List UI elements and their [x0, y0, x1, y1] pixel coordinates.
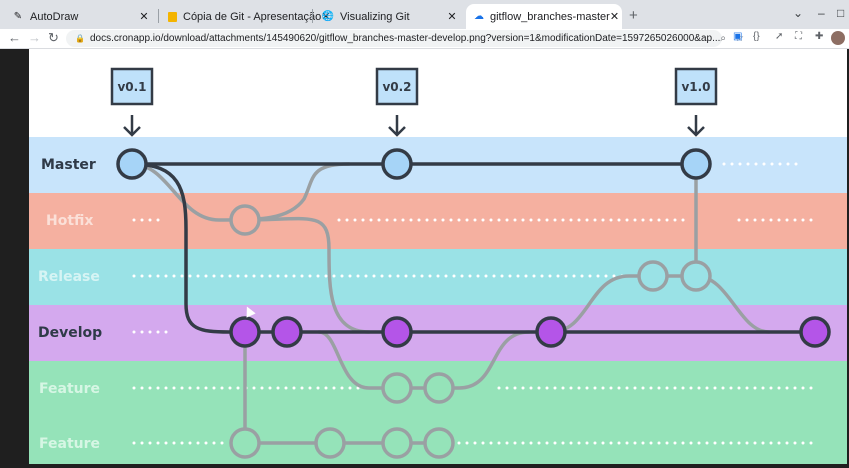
- commit-feature-1-b: [423, 372, 455, 404]
- lane-label-hotfix: Hotfix: [46, 213, 93, 229]
- cloud-icon: ☁: [474, 11, 484, 22]
- tag-box: [110, 67, 154, 106]
- new-tab-button[interactable]: +: [629, 7, 638, 24]
- commit-hotfix: [229, 204, 261, 236]
- commit-feature-2-a: [229, 427, 261, 459]
- bookmark-star-icon[interactable]: ☆: [735, 33, 744, 44]
- tab-title: AutoDraw: [30, 10, 79, 23]
- tab-search-icon[interactable]: ⌄: [793, 6, 804, 20]
- tag-v0-1: v0.1: [110, 67, 154, 137]
- reload-icon[interactable]: ↻: [48, 30, 59, 45]
- maximize-icon[interactable]: □: [837, 6, 845, 20]
- close-icon[interactable]: ✕: [447, 11, 457, 23]
- profile-avatar[interactable]: [831, 31, 845, 45]
- screenshot-extension-icon[interactable]: ⛶: [795, 31, 802, 42]
- commit-develop-4: [535, 316, 567, 348]
- lane-label-master: Master: [41, 157, 96, 173]
- lock-icon: 🔒: [75, 34, 85, 43]
- commit-feature-1-a: [381, 372, 413, 404]
- commit-master-v0-2: [381, 148, 413, 180]
- tab-separator: [158, 9, 159, 23]
- json-extension-icon[interactable]: {}: [753, 31, 760, 42]
- version-tags: v0.1 v0.2 v1.0: [110, 67, 718, 137]
- translate-extension-icon[interactable]: ▣: [733, 31, 743, 42]
- tag-v1-0: v1.0: [674, 67, 718, 137]
- commit-feature-2-d: [423, 427, 455, 459]
- lane-labels: Master Hotfix Release Develop Feature Fe…: [38, 157, 102, 452]
- arrow-down-icon: [123, 115, 141, 137]
- slides-icon: [168, 11, 177, 23]
- tab-separator: [312, 9, 313, 23]
- commit-feature-2-c: [381, 427, 413, 459]
- develop-main-line: [130, 162, 817, 334]
- hotfix-merge-develop-line: [243, 216, 371, 334]
- tab-visualizing-git[interactable]: 🌐 Visualizing Git ✕: [314, 4, 464, 29]
- commit-release-1: [637, 260, 669, 292]
- commit-release-2: [680, 260, 712, 292]
- zoom-icon[interactable]: ⌕: [720, 33, 727, 44]
- tab-title: gitflow_branches-master: [490, 10, 610, 23]
- gitflow-diagram: Master Hotfix Release Develop Feature Fe…: [29, 49, 847, 464]
- close-icon[interactable]: ✕: [321, 11, 331, 23]
- url-text: docs.cronapp.io/download/attachments/145…: [89, 33, 721, 44]
- pen-icon: ✎: [13, 11, 23, 22]
- commit-master-v0-1: [116, 148, 148, 180]
- commit-develop-2: [271, 316, 303, 348]
- tab-title: Visualizing Git: [340, 10, 410, 23]
- minimize-icon[interactable]: –: [818, 6, 825, 20]
- lane-label-feature-1: Feature: [39, 381, 100, 397]
- tab-gitflow-image[interactable]: ☁ gitflow_branches-master ✕: [466, 4, 622, 29]
- tag-label: v0.1: [117, 80, 146, 94]
- tag-label: v0.2: [382, 80, 411, 94]
- commit-feature-2-b: [314, 427, 346, 459]
- lane-label-release: Release: [38, 269, 100, 285]
- extensions-puzzle-icon[interactable]: ✚: [815, 31, 824, 42]
- back-icon[interactable]: ←: [8, 30, 21, 45]
- globe-icon: 🌐: [321, 11, 335, 22]
- tab-copia-git[interactable]: Cópia de Git - Apresentação ✕: [160, 4, 330, 29]
- feature-1-branch-line: [317, 330, 531, 390]
- branch-lanes: [29, 137, 847, 464]
- arrow-down-icon: [388, 115, 406, 137]
- cursor-extension-icon[interactable]: ➚: [775, 31, 784, 42]
- commit-develop-1: [229, 316, 261, 348]
- tab-strip: ✎ AutoDraw ✕ Cópia de Git - Apresentação…: [0, 0, 849, 29]
- tag-box: [375, 67, 419, 106]
- commit-develop-5: [799, 316, 831, 348]
- arrow-down-icon: [687, 115, 705, 137]
- commit-develop-3: [381, 316, 413, 348]
- browser-toolbar: ← → ↻ 🔒 docs.cronapp.io/download/attachm…: [0, 29, 849, 49]
- tab-title: Cópia de Git - Apresentação: [183, 10, 322, 23]
- address-bar[interactable]: 🔒 docs.cronapp.io/download/attachments/1…: [66, 30, 744, 47]
- commit-master-v1-0: [680, 148, 712, 180]
- close-icon[interactable]: ✕: [139, 11, 149, 23]
- lane-label-feature-2: Feature: [39, 436, 100, 452]
- lane-label-develop: Develop: [38, 325, 102, 341]
- close-icon[interactable]: ✕: [609, 11, 620, 23]
- tag-v0-2: v0.2: [375, 67, 419, 137]
- lane-hotfix: [29, 193, 847, 249]
- tag-box: [674, 67, 718, 106]
- tag-label: v1.0: [681, 80, 710, 94]
- forward-icon[interactable]: →: [28, 30, 41, 45]
- tab-autodraw[interactable]: ✎ AutoDraw ✕: [4, 4, 156, 29]
- commit-nodes: [116, 148, 831, 459]
